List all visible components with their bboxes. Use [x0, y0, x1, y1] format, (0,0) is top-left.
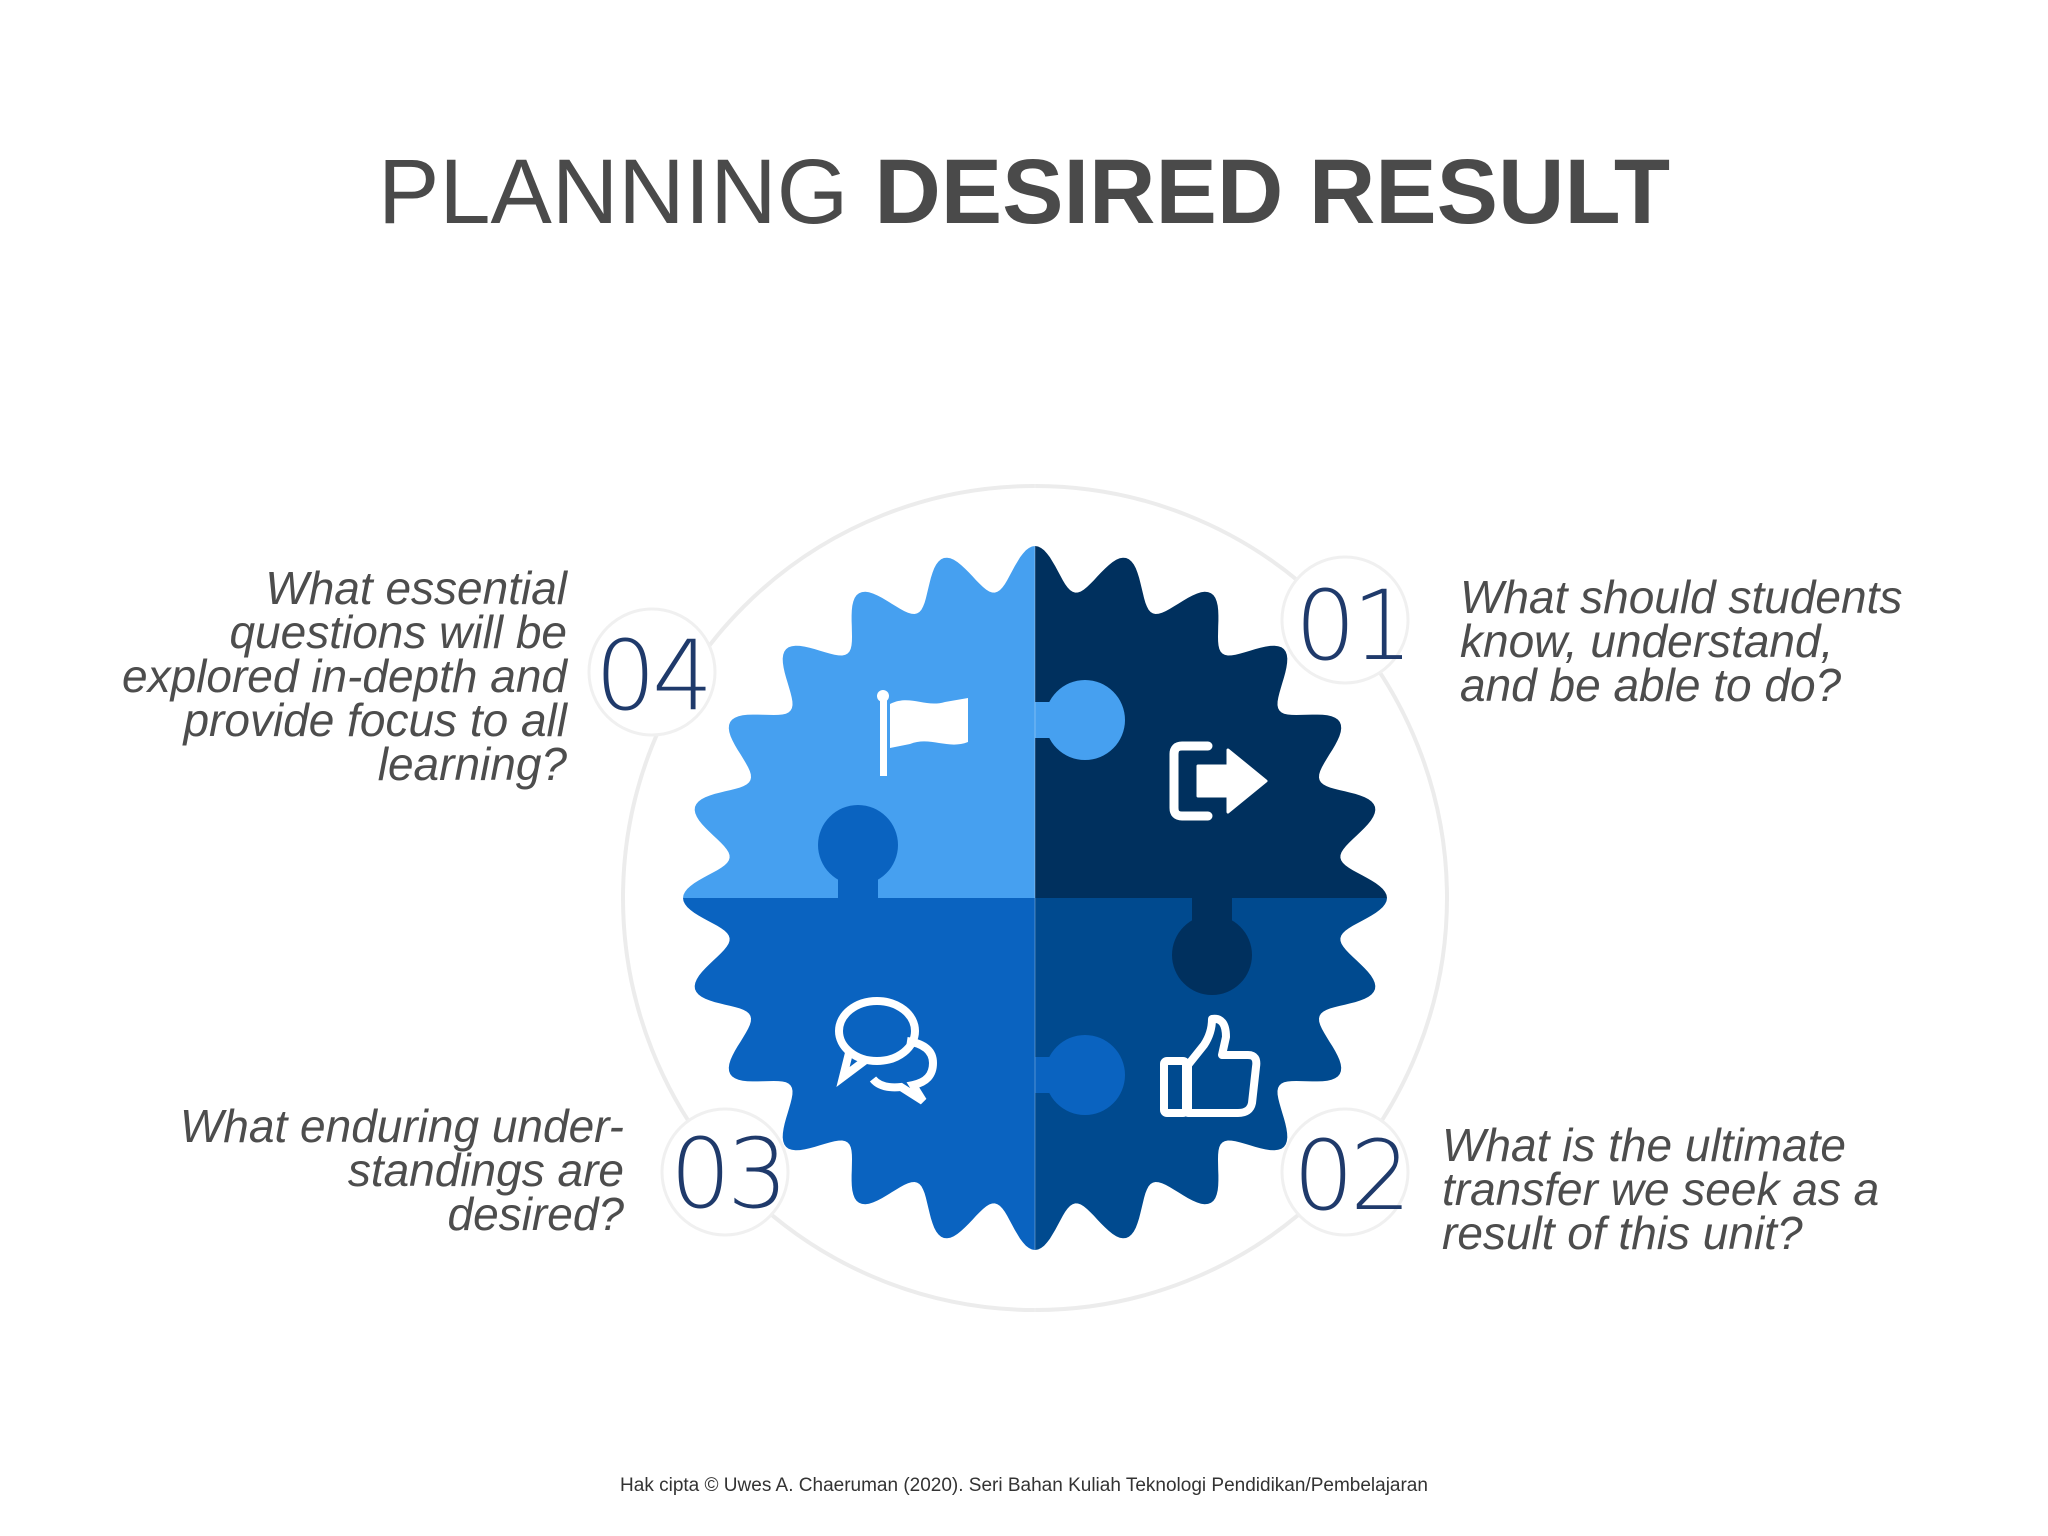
question-01-line: know, understand,	[1460, 619, 1902, 663]
question-02-line: result of this unit?	[1442, 1211, 1879, 1255]
question-02-line: What is the ultimate	[1442, 1123, 1879, 1167]
question-04-line: explored in-depth and	[122, 654, 567, 698]
tab-01-down-neck	[1192, 898, 1232, 955]
number-04: 04	[595, 628, 709, 724]
question-02: What is the ultimate transfer we seek as…	[1442, 1123, 1879, 1255]
copyright-footer: Hak cipta © Uwes A. Chaeruman (2020). Se…	[0, 1475, 2048, 1497]
piece-03	[600, 898, 1035, 1338]
number-01: 01	[1295, 578, 1409, 674]
number-02: 02	[1293, 1128, 1407, 1224]
question-03-line: desired?	[180, 1192, 624, 1236]
question-03-line: What enduring under-	[180, 1104, 624, 1148]
question-04-line: questions will be	[122, 610, 567, 654]
question-03-line: standings are	[180, 1148, 624, 1192]
piece-01	[1035, 460, 1475, 898]
question-03: What enduring under- standings are desir…	[180, 1104, 624, 1236]
question-01-line: What should students	[1460, 575, 1902, 619]
question-01-line: and be able to do?	[1460, 663, 1902, 707]
question-01: What should students know, understand, a…	[1460, 575, 1902, 707]
piece-02	[1035, 898, 1475, 1338]
question-02-line: transfer we seek as a	[1442, 1167, 1879, 1211]
tab-04-neck	[838, 845, 878, 898]
question-04-line: What essential	[122, 566, 567, 610]
tab-01-neck	[1035, 702, 1095, 738]
question-04-line: provide focus to all	[122, 698, 567, 742]
number-03: 03	[670, 1126, 784, 1222]
tab-03-neck	[1035, 1057, 1090, 1093]
question-04-line: learning?	[122, 742, 567, 786]
question-04: What essential questions will be explore…	[122, 566, 567, 786]
